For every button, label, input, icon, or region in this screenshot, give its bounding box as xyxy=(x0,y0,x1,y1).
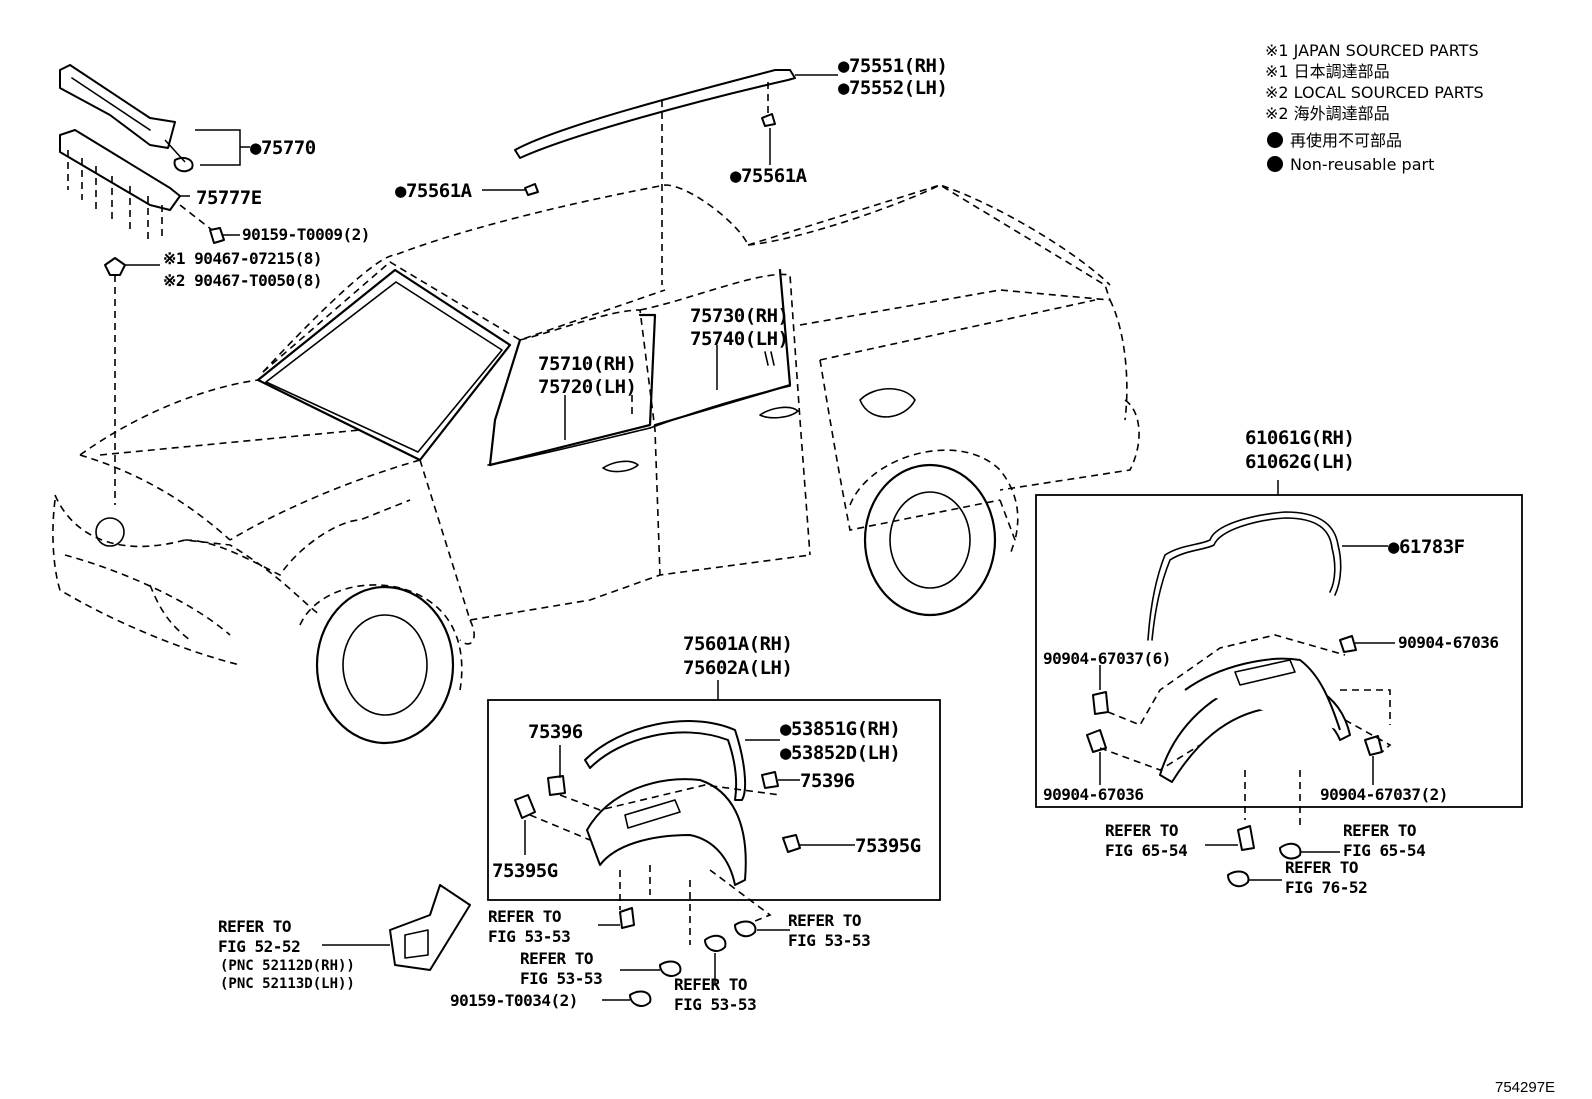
label-61783F: ●61783F xyxy=(1388,536,1465,558)
non-reusable-markers xyxy=(1267,132,1283,172)
legend-japan-en: ※1 JAPAN SOURCED PARTS xyxy=(1265,41,1479,60)
label-75561A-right: ●75561A xyxy=(730,165,808,187)
label-90467-T0050: ※2 90467-T0050(8) xyxy=(163,271,322,290)
rear-fender-flare-box xyxy=(1035,494,1523,808)
refer-53-53-b-line1: REFER TO xyxy=(788,911,861,930)
roof-drip-molding-group xyxy=(482,69,838,285)
front-grille-molding-group xyxy=(59,64,250,505)
part-labels: ※1 JAPAN SOURCED PARTS ※1 日本調達部品 ※2 LOCA… xyxy=(163,41,1555,1096)
refer-53-53-d-line1: REFER TO xyxy=(674,975,747,994)
bumper-extension-piece xyxy=(322,884,471,971)
label-75396-right: 75396 xyxy=(800,770,855,792)
label-75395G-right: 75395G xyxy=(855,835,921,857)
label-90159-T0009: 90159-T0009(2) xyxy=(242,225,370,244)
label-90904-67037-2: 90904-67037(2) xyxy=(1320,785,1448,804)
refer-52-52-line1: REFER TO xyxy=(218,917,291,936)
label-61061G: 61061G(RH) xyxy=(1245,427,1354,449)
legend-local-en: ※2 LOCAL SOURCED PARTS xyxy=(1265,83,1484,102)
legend-non-reusable-jp: 再使用不可部品 xyxy=(1290,131,1402,150)
label-75561A-left: ●75561A xyxy=(395,180,473,202)
label-75730: 75730(RH) xyxy=(690,305,788,327)
refer-65-54-a-line1: REFER TO xyxy=(1105,821,1178,840)
diagram-code: 754297E xyxy=(1495,1079,1555,1096)
label-90467-07215: ※1 90467-07215(8) xyxy=(163,249,322,268)
label-53851G: ●53851G(RH) xyxy=(780,718,900,740)
label-75552: ●75552(LH) xyxy=(838,77,947,99)
refer-53-53-b-line2: FIG 53-53 xyxy=(788,931,870,950)
label-pnc-52112D: (PNC 52112D(RH)) xyxy=(220,958,355,974)
lower-fasteners xyxy=(598,907,790,1007)
label-75770: ●75770 xyxy=(250,137,316,159)
legend-local-jp: ※2 海外調達部品 xyxy=(1265,104,1390,123)
label-pnc-52113D: (PNC 52113D(LH)) xyxy=(220,976,355,992)
legend-non-reusable-en: Non-reusable part xyxy=(1290,155,1434,174)
label-90904-67037-6: 90904-67037(6) xyxy=(1043,649,1171,668)
label-75777E: 75777E xyxy=(196,187,262,209)
truck-illustration xyxy=(52,184,1140,745)
label-90904-67036-right: 90904-67036 xyxy=(1398,633,1498,652)
refer-76-52-line2: FIG 76-52 xyxy=(1285,878,1367,897)
label-90159-T0034: 90159-T0034(2) xyxy=(450,991,578,1010)
label-75396-left: 75396 xyxy=(528,721,583,743)
refer-65-54-b-line1: REFER TO xyxy=(1343,821,1416,840)
refer-52-52-line2: FIG 52-52 xyxy=(218,937,300,956)
label-75551: ●75551(RH) xyxy=(838,55,947,77)
belt-molding-leads xyxy=(564,345,775,440)
legend-japan-jp: ※1 日本調達部品 xyxy=(1265,62,1390,81)
label-61062G: 61062G(LH) xyxy=(1245,451,1354,473)
label-53852D: ●53852D(LH) xyxy=(780,742,900,764)
refer-53-53-a-line2: FIG 53-53 xyxy=(488,927,570,946)
refer-53-53-a-line1: REFER TO xyxy=(488,907,561,926)
label-75720: 75720(LH) xyxy=(538,376,636,398)
label-75740: 75740(LH) xyxy=(690,328,788,350)
label-75602A: 75602A(LH) xyxy=(683,657,792,679)
refer-65-54-a-line2: FIG 65-54 xyxy=(1105,841,1187,860)
front-fender-flare-group xyxy=(514,680,855,945)
label-75395G-left: 75395G xyxy=(492,860,558,882)
label-75710: 75710(RH) xyxy=(538,353,636,375)
refer-53-53-d-line2: FIG 53-53 xyxy=(674,995,756,1014)
refer-76-52-line1: REFER TO xyxy=(1285,858,1358,877)
front-fender-flare-box xyxy=(487,699,941,901)
refer-65-54-b-line2: FIG 65-54 xyxy=(1343,841,1425,860)
rear-fender-flare-group xyxy=(1086,480,1395,888)
refer-53-53-c-line2: FIG 53-53 xyxy=(520,969,602,988)
label-75601A: 75601A(RH) xyxy=(683,633,792,655)
refer-53-53-c-line1: REFER TO xyxy=(520,949,593,968)
label-90904-67036-left: 90904-67036 xyxy=(1043,785,1143,804)
